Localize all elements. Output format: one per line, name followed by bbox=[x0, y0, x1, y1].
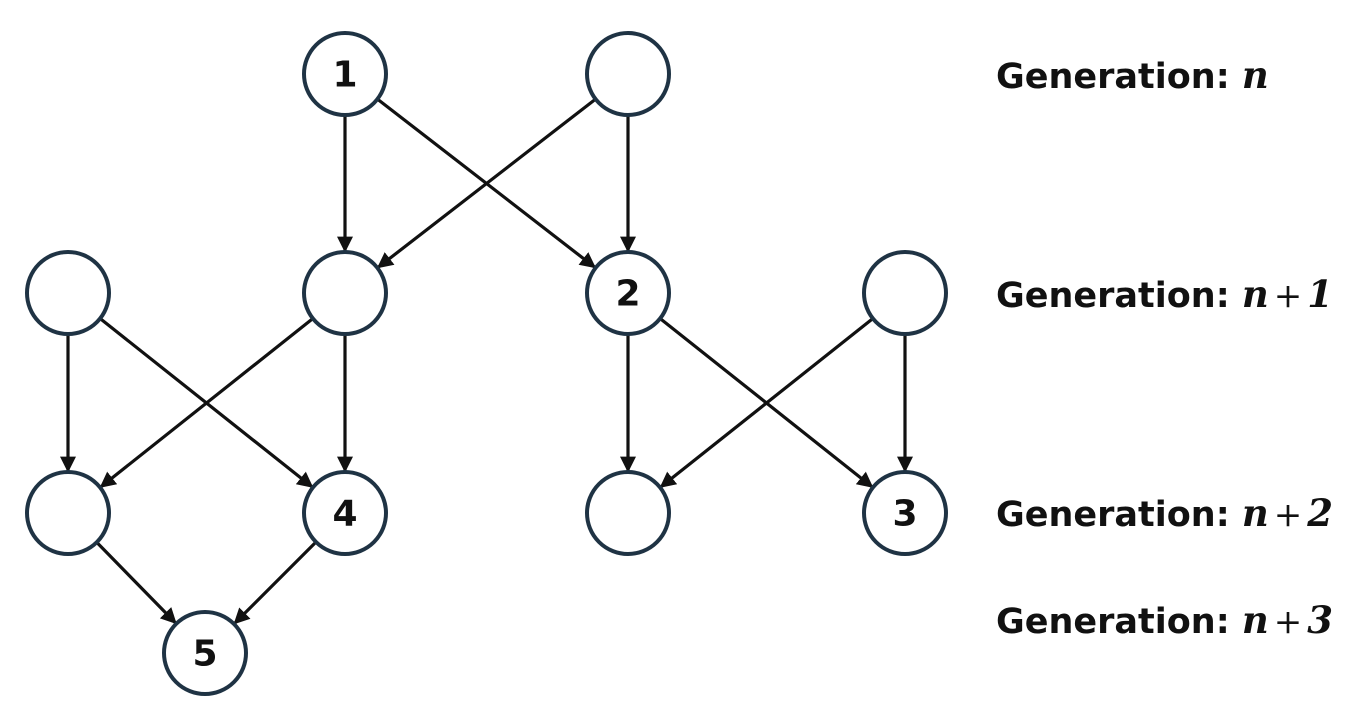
node-circle bbox=[862, 470, 948, 556]
edge-arrow bbox=[233, 540, 318, 625]
generation-label-n-plus-2: Generation: n+2 bbox=[996, 495, 1333, 533]
generation-operator: + bbox=[1273, 602, 1303, 642]
node-3: 3 bbox=[862, 470, 948, 556]
node-2: 2 bbox=[585, 250, 671, 336]
node-label: 2 bbox=[615, 274, 640, 315]
node-circle bbox=[585, 31, 671, 117]
generation-prefix: Generation: bbox=[996, 602, 1230, 642]
generation-variable: n bbox=[1241, 491, 1269, 535]
generation-label-n-plus-3: Generation: n+3 bbox=[996, 602, 1333, 640]
node-blank bbox=[585, 31, 671, 117]
node-circle bbox=[25, 470, 111, 556]
generation-number: 1 bbox=[1307, 272, 1334, 316]
node-circle bbox=[25, 250, 111, 336]
node-circle bbox=[585, 250, 671, 336]
node-blank bbox=[25, 470, 111, 556]
node-blank bbox=[302, 250, 388, 336]
generation-variable: n bbox=[1241, 53, 1269, 97]
node-circle bbox=[162, 610, 248, 696]
node-4: 4 bbox=[302, 470, 388, 556]
node-circle bbox=[302, 31, 388, 117]
edge-arrow bbox=[99, 317, 314, 489]
nodes-layer: 1 2 4 3 5 bbox=[25, 31, 948, 696]
edge-arrow bbox=[95, 541, 177, 625]
edge-arrow bbox=[659, 317, 874, 489]
node-5: 5 bbox=[162, 610, 248, 696]
node-circle bbox=[585, 470, 671, 556]
generation-prefix: Generation: bbox=[996, 276, 1230, 316]
generation-number: 2 bbox=[1307, 491, 1334, 535]
generation-label-n: Generation: n bbox=[996, 57, 1269, 95]
node-blank bbox=[585, 470, 671, 556]
generation-prefix: Generation: bbox=[996, 495, 1230, 535]
generation-variable: n bbox=[1241, 598, 1269, 642]
node-label: 3 bbox=[892, 494, 917, 535]
generation-variable: n bbox=[1241, 272, 1269, 316]
generation-operator: + bbox=[1273, 276, 1303, 316]
generation-number: 3 bbox=[1307, 598, 1334, 642]
node-circle bbox=[862, 250, 948, 336]
node-label: 5 bbox=[192, 634, 217, 675]
edges-layer bbox=[60, 97, 913, 625]
node-blank bbox=[25, 250, 111, 336]
generation-operator: + bbox=[1273, 495, 1303, 535]
node-label: 1 bbox=[332, 55, 357, 96]
node-blank bbox=[862, 250, 948, 336]
node-circle bbox=[302, 470, 388, 556]
node-1: 1 bbox=[302, 31, 388, 117]
edge-arrow bbox=[376, 97, 597, 269]
generation-prefix: Generation: bbox=[996, 57, 1230, 97]
node-circle bbox=[302, 250, 388, 336]
node-label: 4 bbox=[332, 494, 357, 535]
generation-label-n-plus-1: Generation: n+1 bbox=[996, 276, 1333, 314]
